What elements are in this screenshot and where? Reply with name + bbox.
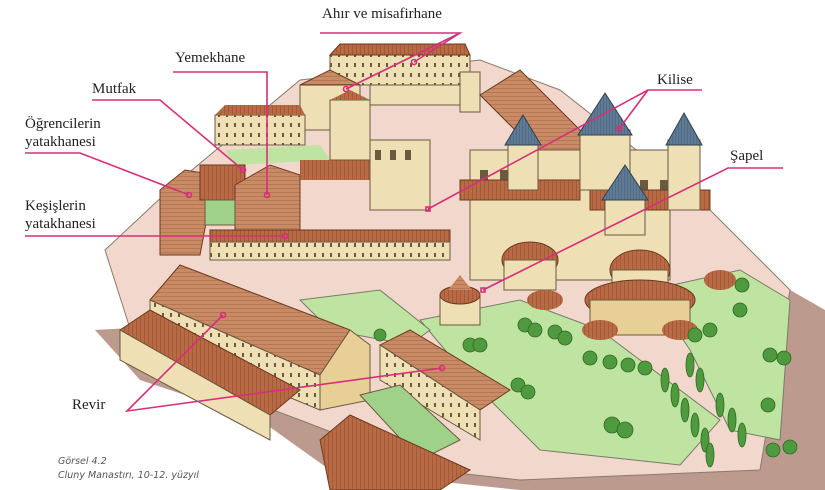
- label-students-dormitory-line2: yatakhanesi: [25, 134, 96, 150]
- church-building: [459, 69, 736, 340]
- caption-description: Cluny Manastırı, 10-12. yüzyıl: [58, 470, 199, 481]
- figure-caption: Görsel 4.2 Cluny Manastırı, 10-12. yüzyı…: [58, 455, 199, 483]
- label-chapel: Şapel: [730, 148, 764, 164]
- stable-guesthouse-building: [299, 43, 481, 131]
- label-church: Kilise: [657, 72, 693, 88]
- label-kitchen: Mutfak: [92, 81, 137, 97]
- leader-lines: [25, 32, 783, 413]
- west-wing-buildings: [159, 90, 451, 261]
- label-refectory: Yemekhane: [175, 50, 246, 66]
- chapel-building: [439, 275, 481, 326]
- label-students-dormitory-line1: Öğrencilerin: [25, 116, 101, 132]
- label-infirmary: Revir: [72, 397, 106, 413]
- label-stable-guesthouse: Ahır ve misafirhane: [322, 6, 442, 22]
- infirmary-building: [119, 264, 511, 490]
- label-monks-dormitory-line2: yatakhanesi: [25, 216, 96, 232]
- trees: [373, 277, 798, 468]
- label-monks-dormitory-line1: Keşişlerin: [25, 198, 86, 214]
- caption-figure-number: Görsel 4.2: [58, 456, 107, 467]
